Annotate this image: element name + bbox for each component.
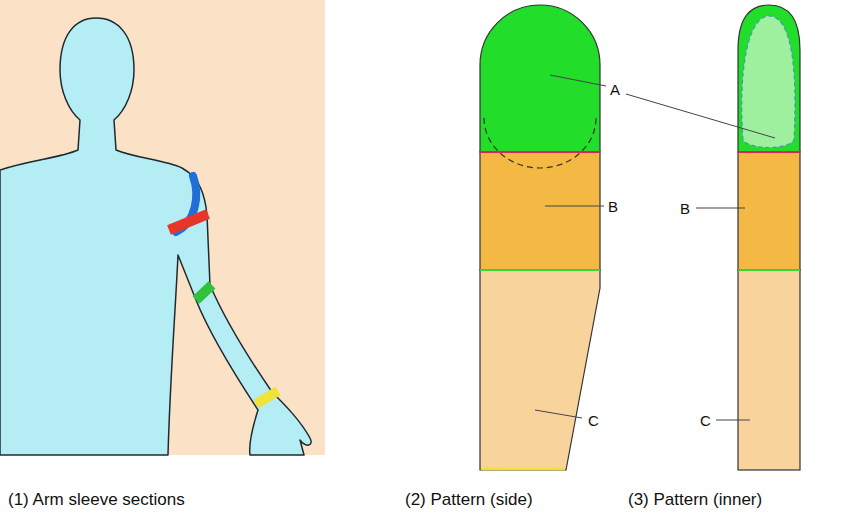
part-label: C bbox=[588, 411, 599, 431]
figure-caption: (3) Pattern (inner) bbox=[628, 490, 762, 510]
upper-arm-band bbox=[169, 214, 208, 230]
seam-line bbox=[738, 269, 800, 271]
pattern-side bbox=[480, 5, 600, 470]
part-label: A bbox=[610, 80, 620, 100]
seam-line bbox=[480, 269, 600, 271]
part-label: B bbox=[680, 199, 690, 219]
sleeve-cap-inner bbox=[742, 16, 795, 148]
part-label: C bbox=[700, 411, 711, 431]
seam-line bbox=[738, 151, 800, 153]
leader-lines bbox=[535, 75, 775, 420]
seam-line bbox=[480, 151, 600, 153]
panel-background bbox=[0, 0, 325, 455]
figure-caption: (2) Pattern (side) bbox=[405, 490, 533, 510]
part-label: B bbox=[608, 197, 618, 217]
wrist-band bbox=[256, 391, 278, 404]
figure-caption: (1) Arm sleeve sections bbox=[8, 490, 185, 510]
elbow-band bbox=[196, 285, 212, 300]
pattern-inner bbox=[738, 5, 800, 470]
sleeve-cap-outline bbox=[484, 118, 596, 168]
body-silhouette bbox=[0, 18, 311, 455]
hem-line bbox=[481, 468, 565, 471]
